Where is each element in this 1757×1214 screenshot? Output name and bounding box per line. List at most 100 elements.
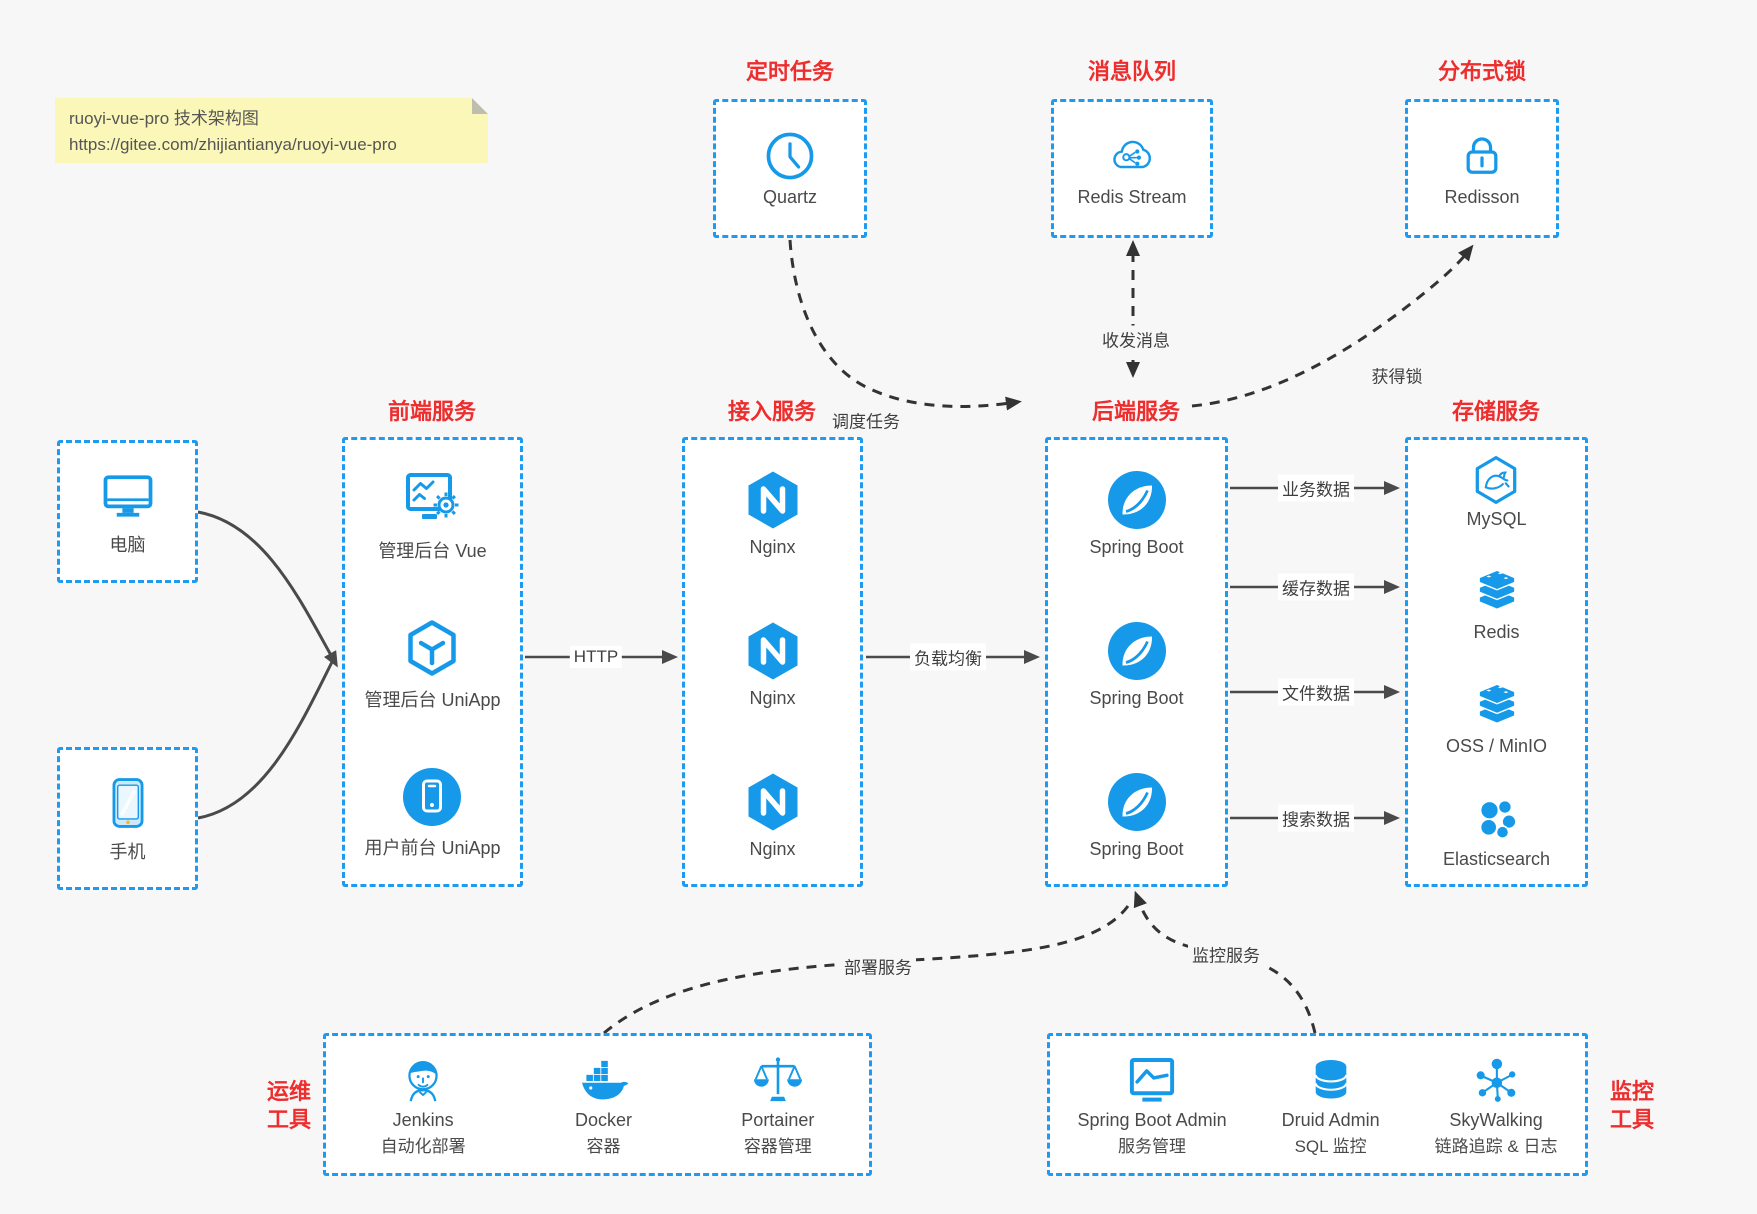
node-label-phone: 手机 (109, 842, 146, 862)
node-jenkins: Jenkins 自动化部署 (381, 1053, 466, 1157)
node-name-springboot-admin: Spring Boot Admin (1077, 1109, 1227, 1130)
stack-icon (1471, 567, 1523, 619)
node-desc-springboot-admin: 服务管理 (1118, 1136, 1187, 1156)
node-label-nginx-2: Nginx (749, 688, 796, 708)
node-label-nginx-1: Nginx (749, 537, 796, 557)
node-docker: Docker 容器 (575, 1053, 632, 1157)
devops-tools-label-line2: 工具 (266, 1107, 312, 1133)
node-user-uniapp: 用户前台 UniApp (364, 765, 501, 860)
panel-gateway: Nginx Nginx Nginx (682, 437, 863, 887)
node-label-springboot-1: Spring Boot (1089, 537, 1184, 557)
edge-schedule-task (788, 239, 1022, 411)
node-label-computer: 电脑 (109, 535, 146, 555)
node-oss-minio: OSS / MinIO (1446, 681, 1547, 757)
node-label-redis-stream: Redis Stream (1077, 186, 1187, 207)
edge-label-acquire-lock: 获得锁 (1367, 361, 1427, 389)
lock-icon (1456, 130, 1508, 182)
panel-mq: Redis Stream (1051, 99, 1213, 238)
panel-monitoring: Spring Boot Admin 服务管理 Druid Admin SQL 监… (1047, 1033, 1588, 1176)
monitoring-tools-label-line1: 监控 (1609, 1079, 1655, 1104)
edge-label-deploy-service: 部署服务 (840, 952, 916, 980)
edge-label-send-receive-message: 收发消息 (1098, 325, 1174, 353)
node-computer: 电脑 (98, 466, 158, 557)
edge-label-file-data: 文件数据 (1278, 678, 1354, 706)
scales-icon (750, 1053, 806, 1109)
spring-leaf-icon (1105, 770, 1169, 834)
node-redis-stream: Redis Stream (1077, 130, 1187, 208)
panel-frontend: 管理后台 Vue 管理后台 UniApp 用户前台 UniApp (342, 437, 523, 887)
cloud-share-icon (1106, 130, 1158, 182)
node-desc-skywalking: 链路追踪 & 日志 (1434, 1136, 1558, 1156)
node-elasticsearch: Elasticsearch (1443, 794, 1550, 870)
node-druid-admin: Druid Admin SQL 监控 (1282, 1053, 1380, 1157)
spring-leaf-icon (1105, 468, 1169, 532)
node-nginx-3: Nginx (741, 770, 805, 860)
edge-label-schedule-task: 调度任务 (828, 406, 904, 434)
stack-icon (1471, 681, 1523, 733)
node-redisson: Redisson (1444, 130, 1520, 208)
node-phone: 手机 (98, 773, 158, 864)
mysql-dolphin-icon (1470, 454, 1522, 506)
node-label-oss-minio: OSS / MinIO (1445, 735, 1548, 756)
node-springboot-2: Spring Boot (1089, 619, 1184, 709)
monitoring-tools-label: 监控 工具 (1610, 1078, 1654, 1134)
panel-client-phone: 手机 (57, 747, 198, 890)
sticky-note: ruoyi-vue-pro 技术架构图 https://gitee.com/zh… (55, 98, 488, 163)
nginx-icon (741, 770, 805, 834)
edge-label-cache-data: 缓存数据 (1278, 573, 1354, 601)
node-portainer: Portainer 容器管理 (741, 1053, 814, 1157)
edge-label-business-data: 业务数据 (1278, 474, 1354, 502)
edge-label-search-data: 搜索数据 (1278, 804, 1354, 832)
node-name-jenkins: Jenkins (392, 1109, 454, 1130)
node-quartz: Quartz (763, 130, 817, 208)
note-url: https://gitee.com/zhijiantianya/ruoyi-vu… (69, 134, 397, 154)
panel-title-gateway: 接入服务 (727, 399, 817, 424)
node-redis: Redis (1471, 567, 1523, 643)
node-nginx-2: Nginx (741, 619, 805, 709)
node-springboot-admin: Spring Boot Admin 服务管理 (1078, 1053, 1227, 1157)
node-label-redis: Redis (1473, 622, 1520, 643)
node-desc-jenkins: 自动化部署 (380, 1136, 466, 1156)
chart-screen-icon (1124, 1053, 1180, 1109)
docker-whale-icon (575, 1053, 631, 1109)
panel-lock: Redisson (1405, 99, 1559, 238)
node-mysql: MySQL (1466, 454, 1527, 530)
node-label-quartz: Quartz (762, 186, 818, 207)
node-label-elasticsearch: Elasticsearch (1442, 848, 1551, 869)
panel-backend: Spring Boot Spring Boot Spring Boot (1045, 437, 1228, 887)
node-label-admin-uniapp: 管理后台 UniApp (364, 689, 501, 710)
monitoring-tools-label-line2: 工具 (1609, 1107, 1655, 1133)
note-title: ruoyi-vue-pro 技术架构图 (69, 109, 259, 128)
desktop-icon (98, 466, 158, 526)
clock-icon (764, 130, 816, 182)
node-label-admin-vue: 管理后台 Vue (378, 541, 487, 561)
edge-label-load-balance: 负载均衡 (910, 643, 986, 671)
note-fold-corner (472, 98, 488, 114)
node-name-skywalking: SkyWalking (1449, 1109, 1543, 1130)
node-springboot-3: Spring Boot (1089, 770, 1184, 860)
node-label-redisson: Redisson (1444, 186, 1520, 207)
panel-devops: Jenkins 自动化部署 Docker 容器 Portainer 容器管理 (323, 1033, 872, 1176)
edge-label-http: HTTP (569, 646, 623, 668)
panel-storage: MySQL Redis OSS / MinIO Elasticsearch (1405, 437, 1588, 887)
node-label-springboot-3: Spring Boot (1089, 839, 1184, 859)
devops-tools-label-line1: 运维 (266, 1079, 312, 1104)
phone-circle-icon (400, 765, 464, 829)
panel-title-mq: 消息队列 (1087, 59, 1177, 84)
node-skywalking: SkyWalking 链路追踪 & 日志 (1434, 1053, 1558, 1157)
node-name-docker: Docker (574, 1109, 632, 1130)
node-label-springboot-2: Spring Boot (1089, 688, 1184, 708)
node-springboot-1: Spring Boot (1089, 468, 1184, 558)
node-admin-vue: 管理后台 Vue (378, 468, 487, 563)
nginx-icon (741, 619, 805, 683)
node-desc-portainer: 容器管理 (743, 1136, 812, 1156)
edge-computer-to-frontend (197, 510, 338, 668)
panel-scheduler: Quartz (713, 99, 867, 238)
edge-monitor-service (1133, 890, 1317, 1034)
node-label-mysql: MySQL (1466, 509, 1527, 529)
panel-title-backend: 后端服务 (1091, 399, 1181, 424)
elastic-cluster-icon (1470, 794, 1522, 846)
node-name-druid-admin: Druid Admin (1281, 1109, 1380, 1130)
spring-leaf-icon (1105, 619, 1169, 683)
node-desc-druid-admin: SQL 监控 (1294, 1136, 1367, 1156)
